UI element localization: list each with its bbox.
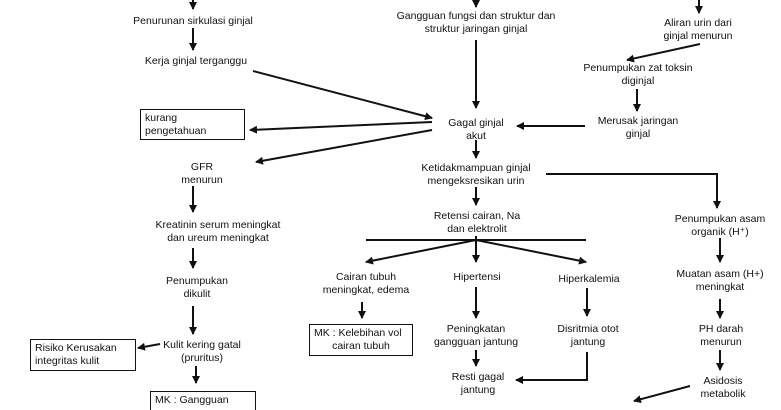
- node-aliran-urin: Aliran urin dari ginjal menurun: [663, 17, 733, 42]
- node-ketidakmampuan: Ketidakmampuan ginjal mengeksresikan uri…: [421, 162, 531, 187]
- box-kurang-pengetahuan: kurang pengetahuan: [140, 109, 245, 140]
- node-hiperkalemia: Hiperkalemia: [558, 273, 620, 285]
- node-gfr-menurun: GFR menurun: [181, 161, 223, 186]
- arrow-kerja-to-gagal: [252, 70, 433, 121]
- node-gangguan-fungsi: Gangguan fungsi dan struktur dan struktu…: [396, 10, 556, 35]
- arrow-aliran-to-penumpukan-toksin: [626, 43, 701, 63]
- node-gagal-ginjal-akut: Gagal ginjal akut: [448, 117, 504, 142]
- box-mk-gangguan: MK : Gangguan: [150, 391, 256, 410]
- node-merusak-jaringan: Merusak jaringan ginjal: [597, 115, 679, 140]
- node-muatan-asam: Muatan asam (H+) meningkat: [676, 268, 764, 293]
- node-kerja-ginjal: Kerja ginjal terganggu: [144, 55, 248, 67]
- arrow-asidosis-out: [633, 385, 691, 404]
- arrow-gagal-to-kurang: [249, 121, 433, 134]
- node-penurunan-sirkulasi: Penurunan sirkulasi ginjal: [133, 15, 253, 27]
- node-asidosis: Asidosis metabolik: [700, 375, 746, 400]
- node-kulit-kering: Kulit kering gatal (pruritus): [163, 339, 241, 364]
- node-ph-darah: PH darah menurun: [698, 323, 744, 348]
- arrow-gagal-to-gfr: [255, 129, 433, 165]
- split-left: [365, 239, 477, 265]
- arrow-disritmia-to-resti: [515, 352, 588, 384]
- node-kreatinin: Kreatinin serum meningkat dan ureum meni…: [155, 219, 281, 244]
- node-cairan-tubuh: Cairan tubuh meningkat, edema: [322, 271, 410, 296]
- node-penumpukan-asam: Penumpukan asam organik (H⁺): [674, 213, 766, 238]
- node-peningkatan-gangguan: Peningkatan gangguan jantung: [433, 323, 519, 348]
- arrow-ketidakmampuan-to-asam: [546, 173, 721, 209]
- box-mk-kelebihan: MK : Kelebihan vol cairan tubuh: [309, 324, 413, 356]
- node-hipertensi: Hipertensi: [453, 271, 501, 283]
- box-risiko-kerusakan: Risiko Kerusakan integritas kulit: [30, 339, 136, 371]
- node-penumpukan-toksin: Penumpukan zat toksin diginjal: [583, 62, 693, 87]
- node-resti-gagal: Resti gagal jantung: [451, 371, 505, 396]
- node-penumpukan-dikulit: Penumpukan dikulit: [166, 275, 228, 300]
- split-right: [475, 239, 587, 265]
- node-disritmia: Disritmia otot jantung: [557, 323, 619, 348]
- node-retensi: Retensi cairan, Na dan elektrolit: [433, 210, 521, 235]
- arrow-kulit-to-risiko: [137, 342, 161, 351]
